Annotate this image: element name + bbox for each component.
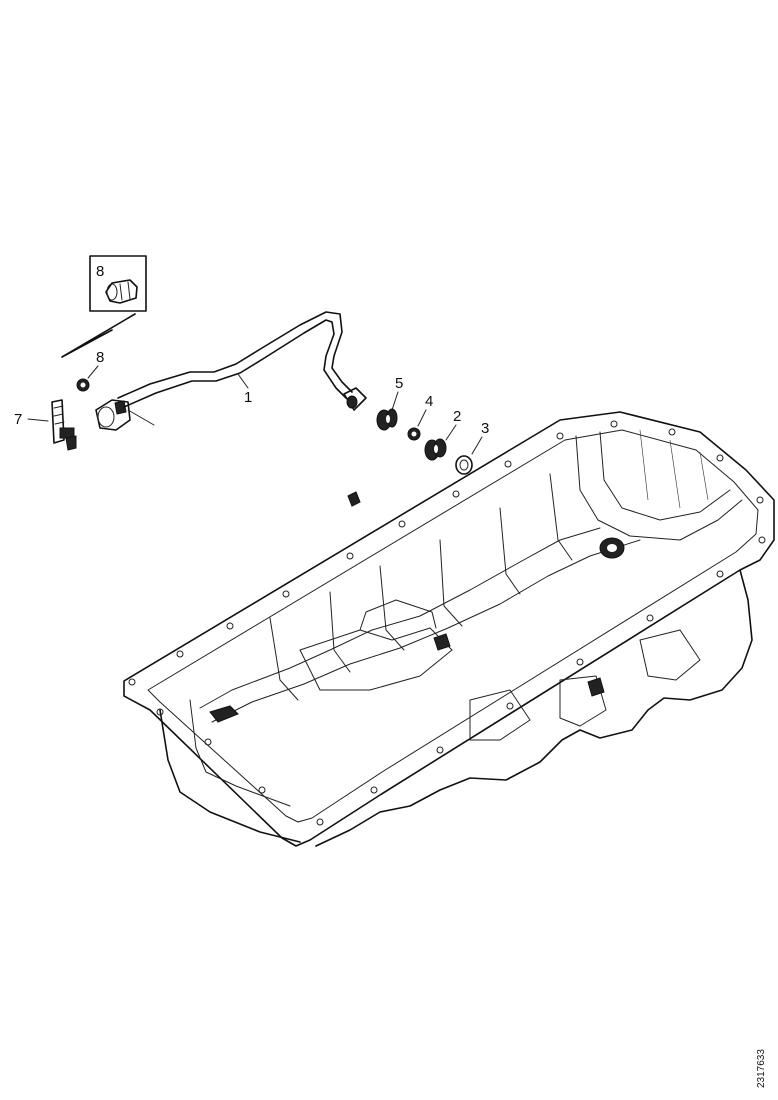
inset-pointer (61, 313, 136, 358)
callout-8: 8 (96, 349, 104, 366)
callout-4: 4 (425, 393, 433, 410)
callout-3: 3 (481, 420, 489, 437)
part-clip-3: 3 (455, 420, 489, 475)
callout-2: 2 (453, 408, 461, 425)
part-nut-8: 8 (76, 349, 104, 392)
part-sensor-7: 7 (14, 399, 77, 451)
part-ring-5: 5 (376, 375, 403, 431)
part-pipe-1: 1 (117, 311, 367, 411)
inset-part-number: 8 (96, 263, 104, 280)
callout-7: 7 (14, 411, 22, 428)
part-washer-4: 4 (407, 393, 433, 441)
inset-nut-icon (105, 279, 138, 304)
callout-5: 5 (395, 375, 403, 392)
part-seal-2: 2 (424, 408, 461, 461)
callout-1: 1 (244, 389, 252, 406)
oil-pan (123, 411, 775, 847)
part-adapter-6 (95, 399, 155, 431)
inset-frame (89, 255, 147, 312)
drawing-reference-number: 2317633 (756, 1049, 767, 1088)
inset-detail: 8 (61, 255, 147, 358)
